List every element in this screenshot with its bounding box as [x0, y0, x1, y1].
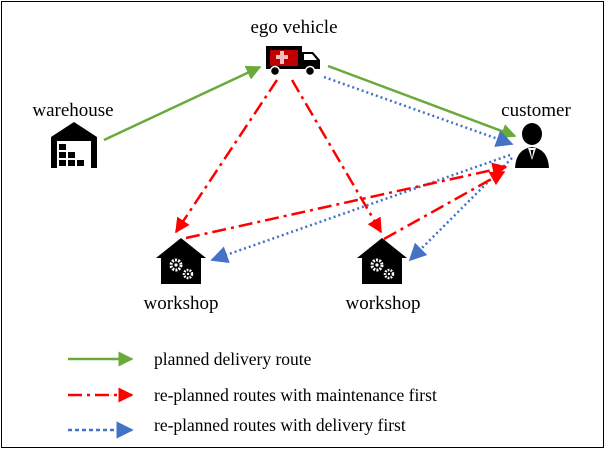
delivery-first-route-vehicle-to-customer [323, 75, 514, 147]
workshop-icon [156, 238, 206, 284]
planned-route-warehouse-to-vehicle [103, 65, 262, 142]
maintenance-first-route-workshop-left-to-customer [185, 162, 508, 240]
warehouse-icon [51, 122, 97, 168]
planned-route-vehicle-to-customer [327, 64, 517, 139]
legend-maintenance-first-label: re-planned routes with maintenance first [154, 385, 437, 405]
workshop-right-label: workshop [346, 293, 421, 314]
person-icon [515, 123, 549, 168]
maintenance-first-route-workshop-right-to-customer [383, 170, 506, 241]
maintenance-first-route-vehicle-to-workshop-right [290, 79, 383, 234]
truck-icon [266, 46, 320, 77]
legend-delivery-first-label: re-planned routes with delivery first [154, 415, 406, 435]
delivery-first-route-customer-to-workshop-right [408, 157, 513, 262]
delivery-first-route-customer-to-workshop-left [210, 153, 511, 264]
legend-planned-label: planned delivery route [154, 349, 312, 369]
workshop-left-label: workshop [144, 293, 219, 314]
ego-vehicle-label: ego vehicle [250, 17, 337, 38]
workshop-icon [357, 238, 407, 284]
warehouse-label: warehouse [32, 100, 113, 121]
legend: planned delivery route re-planned routes… [68, 349, 437, 439]
customer-label: customer [501, 100, 571, 121]
maintenance-first-route-vehicle-to-workshop-left [174, 79, 279, 234]
